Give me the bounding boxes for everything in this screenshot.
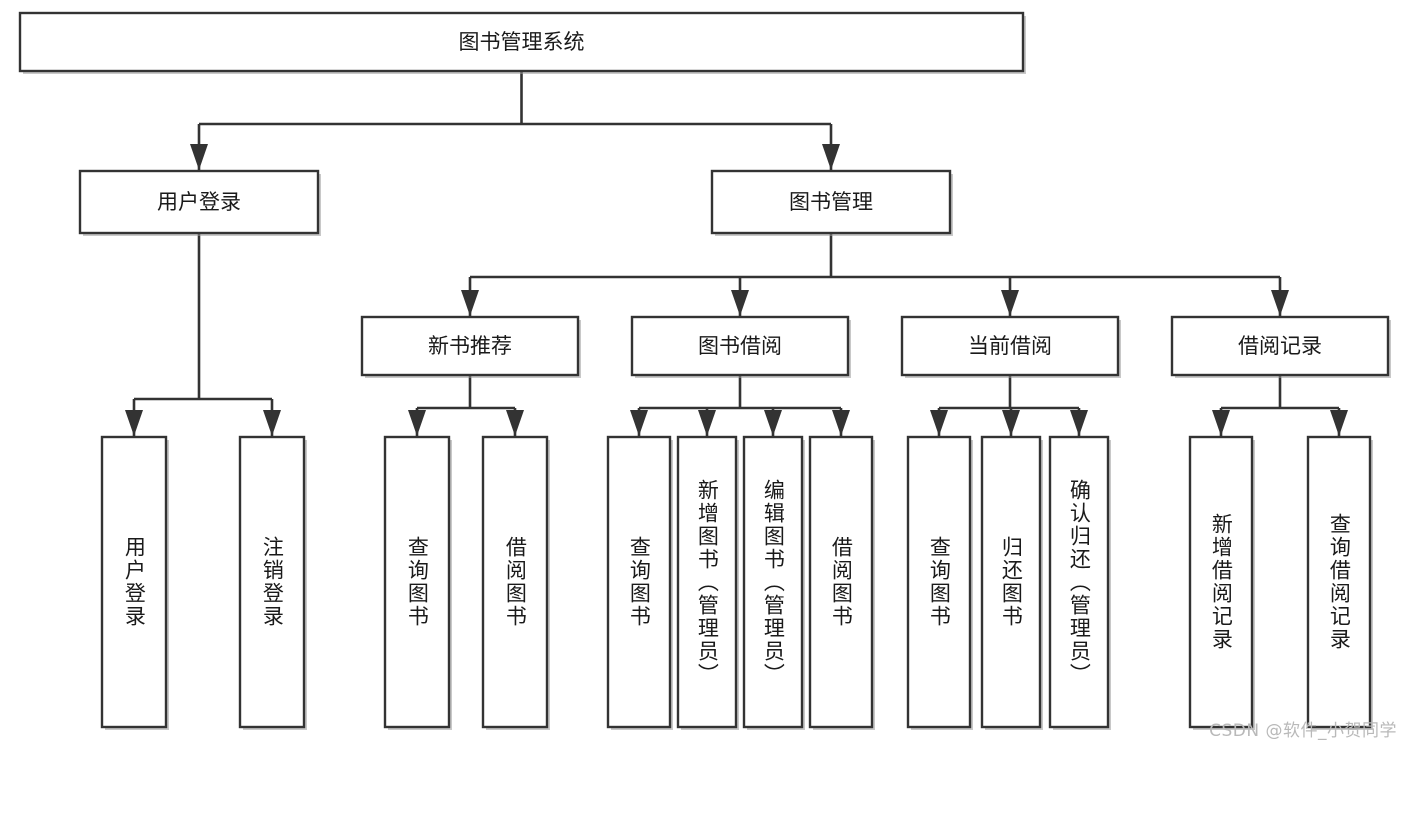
node-box-level2-0[interactable]: [78, 169, 320, 235]
arrow-head-icon: [930, 410, 948, 436]
node-box-leaf-12[interactable]: [1306, 435, 1372, 729]
arrow-head-icon: [1271, 290, 1289, 316]
node-box-level3-1[interactable]: [630, 315, 850, 377]
arrow-head-icon: [630, 410, 648, 436]
node-label: 图书管理: [789, 190, 873, 214]
node-box-leaf-3[interactable]: [481, 435, 549, 729]
arrow-head-icon: [764, 410, 782, 436]
node-label: 当前借阅: [968, 334, 1052, 358]
node-box-leaf-4[interactable]: [606, 435, 672, 729]
node-box-leaf-1[interactable]: [238, 435, 306, 729]
node-box-level3-0[interactable]: [360, 315, 580, 377]
node-box-leaf-6[interactable]: [742, 435, 804, 729]
arrow-head-icon: [1001, 290, 1019, 316]
node-box-level2-1[interactable]: [710, 169, 952, 235]
node-box-leaf-9[interactable]: [980, 435, 1042, 729]
node-box-leaf-10[interactable]: [1048, 435, 1110, 729]
arrow-head-icon: [506, 410, 524, 436]
node-label: 用户登录: [157, 190, 241, 214]
arrow-head-icon: [190, 144, 208, 170]
arrow-head-icon: [263, 410, 281, 436]
node-label: 图书借阅: [698, 334, 782, 358]
node-box-root-0[interactable]: [18, 11, 1025, 73]
node-box-level3-3[interactable]: [1170, 315, 1390, 377]
arrow-head-icon: [125, 410, 143, 436]
node-label: 新书推荐: [428, 334, 512, 358]
arrow-head-icon: [1070, 410, 1088, 436]
arrow-head-icon: [832, 410, 850, 436]
node-box-leaf-8[interactable]: [906, 435, 972, 729]
flowchart-canvas: 图书管理系统用户登录图书管理新书推荐图书借阅当前借阅借阅记录 用户登录注销登录查…: [18, 11, 1397, 741]
node-box-leaf-11[interactable]: [1188, 435, 1254, 729]
node-label: 借阅记录: [1238, 334, 1322, 358]
csdn-watermark: CSDN @软件_小贺同学: [1209, 721, 1397, 741]
arrow-head-icon: [461, 290, 479, 316]
arrow-head-icon: [698, 410, 716, 436]
node-box-leaf-5[interactable]: [676, 435, 738, 729]
arrow-head-icon: [731, 290, 749, 316]
arrow-head-icon: [1002, 410, 1020, 436]
node-box-leaf-7[interactable]: [808, 435, 874, 729]
arrow-head-icon: [1330, 410, 1348, 436]
node-box-level3-2[interactable]: [900, 315, 1120, 377]
node-label: 图书管理系统: [459, 30, 585, 54]
arrow-head-icon: [1212, 410, 1230, 436]
arrow-head-icon: [408, 410, 426, 436]
connector-layer: [125, 71, 1348, 436]
node-box-leaf-2[interactable]: [383, 435, 451, 729]
node-box-layer: [18, 11, 1391, 730]
node-box-leaf-0[interactable]: [100, 435, 168, 729]
arrow-head-icon: [822, 144, 840, 170]
